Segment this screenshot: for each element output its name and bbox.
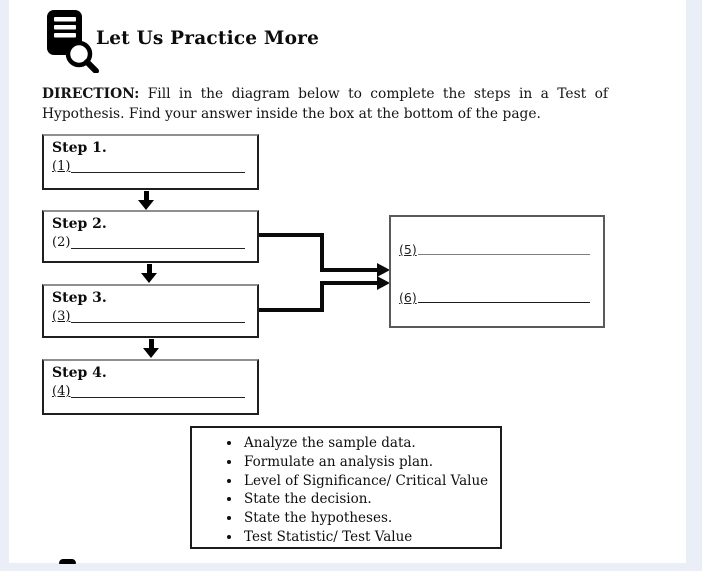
arrow-head xyxy=(143,348,159,358)
answer-item: Test Statistic/ Test Value xyxy=(242,528,500,547)
connector-step2-horizontal xyxy=(259,233,324,237)
connector-step3-arrow-shaft xyxy=(320,281,378,285)
step-box-4: Step 4. (4) xyxy=(42,359,259,415)
connector-step2-arrowhead-icon xyxy=(377,263,390,277)
blank-label-3: (3) xyxy=(52,309,71,324)
page-title: Let Us Practice More xyxy=(96,28,320,49)
direction-line-1: DIRECTION: Fill in the diagram below to … xyxy=(42,85,608,105)
arrow-shaft xyxy=(146,264,152,273)
blank-label-5: (5) xyxy=(399,242,417,257)
flow-down-arrow-2 xyxy=(141,264,157,283)
next-section-icon-peek xyxy=(59,559,76,564)
step-box-3: Step 3. (3) xyxy=(42,284,259,338)
step-2-blank: (2) xyxy=(52,233,245,251)
connector-step3-horizontal xyxy=(259,308,324,312)
connector-step3-vertical xyxy=(320,281,324,312)
side-answer-box: (5) (6) xyxy=(389,215,605,328)
arrow-head xyxy=(138,200,154,210)
arrow-shaft xyxy=(143,191,149,200)
blank-line-2 xyxy=(71,248,245,249)
blank-label-4: (4) xyxy=(52,384,71,399)
step-3-blank: (3) xyxy=(52,307,245,325)
answer-bank-box: Analyze the sample data. Formulate an an… xyxy=(190,426,502,549)
answer-item: Level of Significance/ Critical Value xyxy=(242,472,500,491)
blank-label-6: (6) xyxy=(399,290,417,305)
side-blank-6: (6) xyxy=(399,287,590,305)
step-1-blank: (1) xyxy=(52,157,245,175)
direction-line-2: Hypothesis. Find your answer inside the … xyxy=(42,105,541,122)
answer-bank-list: Analyze the sample data. Formulate an an… xyxy=(192,434,500,547)
flow-down-arrow-1 xyxy=(138,191,154,210)
flow-down-arrow-3 xyxy=(143,339,159,358)
step-3-title: Step 3. xyxy=(52,290,107,306)
step-1-title: Step 1. xyxy=(52,140,107,156)
answer-item: State the hypotheses. xyxy=(242,509,500,528)
blank-label-2: (2) xyxy=(52,235,71,250)
answer-item: Formulate an analysis plan. xyxy=(242,453,500,472)
step-2-title: Step 2. xyxy=(52,216,107,232)
blank-line-4 xyxy=(71,397,245,398)
blank-line-5 xyxy=(417,254,590,255)
blank-line-6 xyxy=(417,302,590,303)
step-4-title: Step 4. xyxy=(52,365,107,381)
step-box-1: Step 1. (1) xyxy=(42,134,259,190)
connector-step2-vertical xyxy=(320,233,324,272)
step-4-blank: (4) xyxy=(52,382,245,400)
step-box-2: Step 2. (2) xyxy=(42,210,259,263)
connector-step2-arrow-shaft xyxy=(320,268,378,272)
side-blank-5: (5) xyxy=(399,239,590,257)
direction-line-1-text: Fill in the diagram below to complete th… xyxy=(147,86,608,102)
answer-item: Analyze the sample data. xyxy=(242,434,500,453)
direction-text: DIRECTION: Fill in the diagram below to … xyxy=(42,85,608,124)
answer-item: State the decision. xyxy=(242,490,500,509)
arrow-head xyxy=(141,273,157,283)
direction-label: DIRECTION: xyxy=(42,86,140,102)
connector-step3-arrowhead-icon xyxy=(377,276,390,290)
blank-line-1 xyxy=(71,172,245,173)
arrow-shaft xyxy=(148,339,154,348)
blank-line-3 xyxy=(71,322,245,323)
notes-magnifier-icon xyxy=(47,10,99,73)
blank-label-1: (1) xyxy=(52,159,71,174)
